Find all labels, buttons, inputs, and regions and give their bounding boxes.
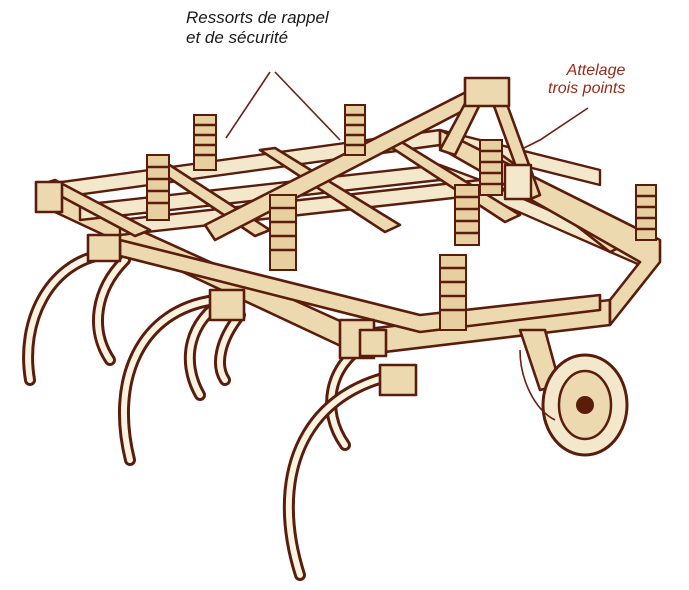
springs [146,104,657,331]
hitch-top-plate [463,76,511,108]
spring-2 [344,104,366,156]
label-hitch-line1: Attelage [566,62,626,79]
cross-beam-3 [258,146,402,234]
tine-clamps [86,233,418,397]
hitch-lower-pin-bracket [503,163,533,201]
spring-1 [193,114,217,171]
depth-wheel [518,328,629,457]
label-springs-line2: et de sécurité [186,27,289,47]
hitch-leader-line [519,107,589,151]
wheel-hub [576,396,594,414]
label-hitch: Attelage trois points [548,62,625,99]
spring-5 [439,254,467,331]
springs-leader-lines [225,71,341,141]
label-hitch-line2: trois points [548,80,626,98]
spring-4 [269,194,297,271]
spring-3 [146,154,170,221]
front-tines [117,294,401,581]
label-springs: Ressorts de rappel et de sécurité [186,8,329,47]
spring-7 [479,139,503,196]
frame-end-block-left [34,180,64,214]
label-springs-line1: Ressorts de rappel [186,8,329,27]
spring-6 [454,184,480,246]
spring-8 [635,184,657,241]
